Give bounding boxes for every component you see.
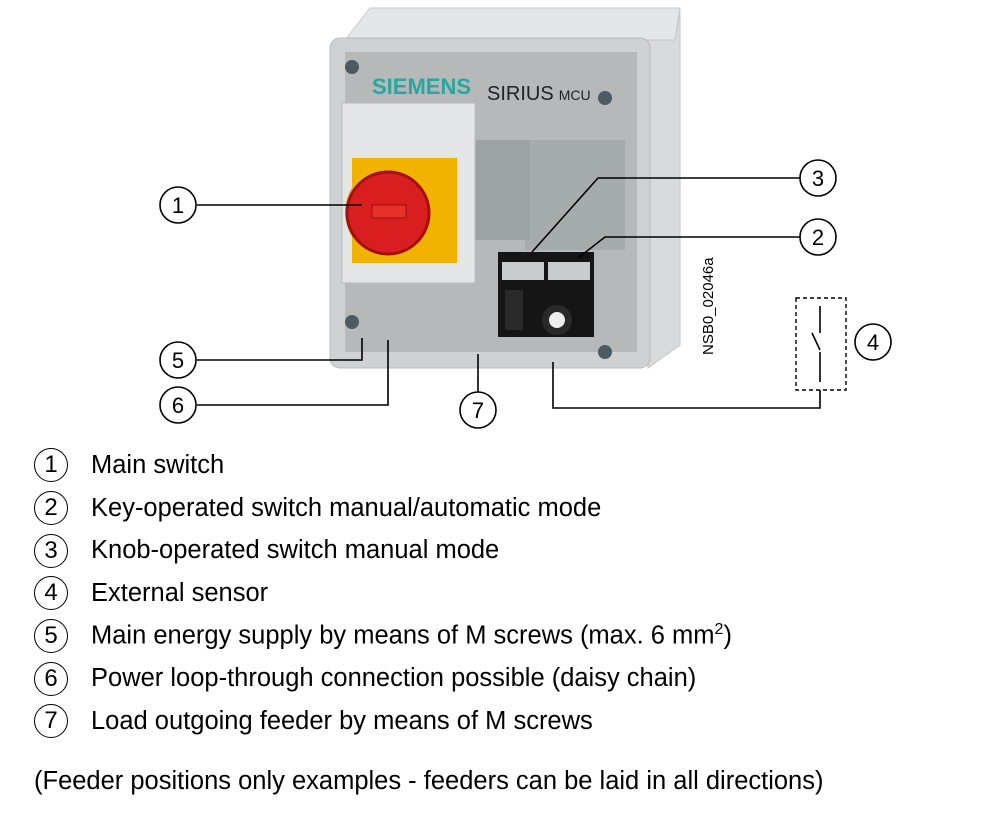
callout-7: 7 bbox=[459, 391, 497, 429]
legend-text: Main switch bbox=[91, 450, 225, 479]
svg-text:6: 6 bbox=[172, 393, 184, 418]
legend-number: 1 bbox=[34, 448, 68, 483]
legend-number: 6 bbox=[34, 661, 68, 696]
legend-item: 7 Load outgoing feeder by means of M scre… bbox=[34, 700, 732, 743]
legend-item: 3 Knob-operated switch manual mode bbox=[34, 529, 732, 572]
svg-text:2: 2 bbox=[812, 225, 824, 250]
legend-item: 5 Main energy supply by means of M screws… bbox=[34, 615, 732, 658]
svg-text:4: 4 bbox=[867, 330, 879, 355]
legend-number: 5 bbox=[34, 619, 68, 654]
drawing-id: NSB0_02046a bbox=[700, 257, 717, 355]
svg-text:3: 3 bbox=[812, 166, 824, 191]
legend-text: Power loop-through connection possible (… bbox=[91, 664, 697, 693]
external-sensor-symbol bbox=[795, 297, 847, 391]
legend-item: 2 Key-operated switch manual/automatic mo… bbox=[34, 487, 732, 530]
legend-text: Key-operated switch manual/automatic mod… bbox=[91, 493, 602, 522]
callout-markers: 1 2 3 4 5 6 7 bbox=[159, 159, 892, 429]
legend-number: 4 bbox=[34, 576, 68, 611]
callout-2: 2 bbox=[799, 218, 837, 256]
callout-3: 3 bbox=[799, 159, 837, 197]
legend-number: 3 bbox=[34, 533, 68, 568]
legend-text: External sensor bbox=[91, 578, 269, 607]
footnote: (Feeder positions only examples - feeder… bbox=[34, 767, 824, 795]
legend-item: 4 External sensor bbox=[34, 572, 732, 615]
enclosure-screws bbox=[345, 60, 612, 359]
callout-1: 1 bbox=[159, 186, 197, 224]
callout-4: 4 bbox=[854, 323, 892, 361]
legend-number: 7 bbox=[34, 704, 68, 739]
svg-text:1: 1 bbox=[172, 193, 184, 218]
callout-5: 5 bbox=[159, 341, 197, 379]
callout-6: 6 bbox=[159, 386, 197, 424]
callout-lines bbox=[197, 177, 821, 409]
svg-text:5: 5 bbox=[172, 348, 184, 373]
legend-text: Knob-operated switch manual mode bbox=[91, 536, 500, 565]
legend-item: 1 Main switch bbox=[34, 444, 732, 487]
legend: 1 Main switch 2 Key-operated switch manual… bbox=[34, 444, 732, 743]
legend-text: Main energy supply by means of M screws … bbox=[91, 621, 732, 650]
legend-number: 2 bbox=[34, 491, 68, 526]
siemens-logo: SIEMENS bbox=[372, 74, 471, 99]
legend-item: 6 Power loop-through connection possible … bbox=[34, 657, 732, 700]
legend-text: Load outgoing feeder by means of M screw… bbox=[91, 706, 593, 735]
svg-text:7: 7 bbox=[472, 398, 484, 423]
control-switches bbox=[498, 252, 594, 337]
main-switch bbox=[341, 102, 476, 284]
